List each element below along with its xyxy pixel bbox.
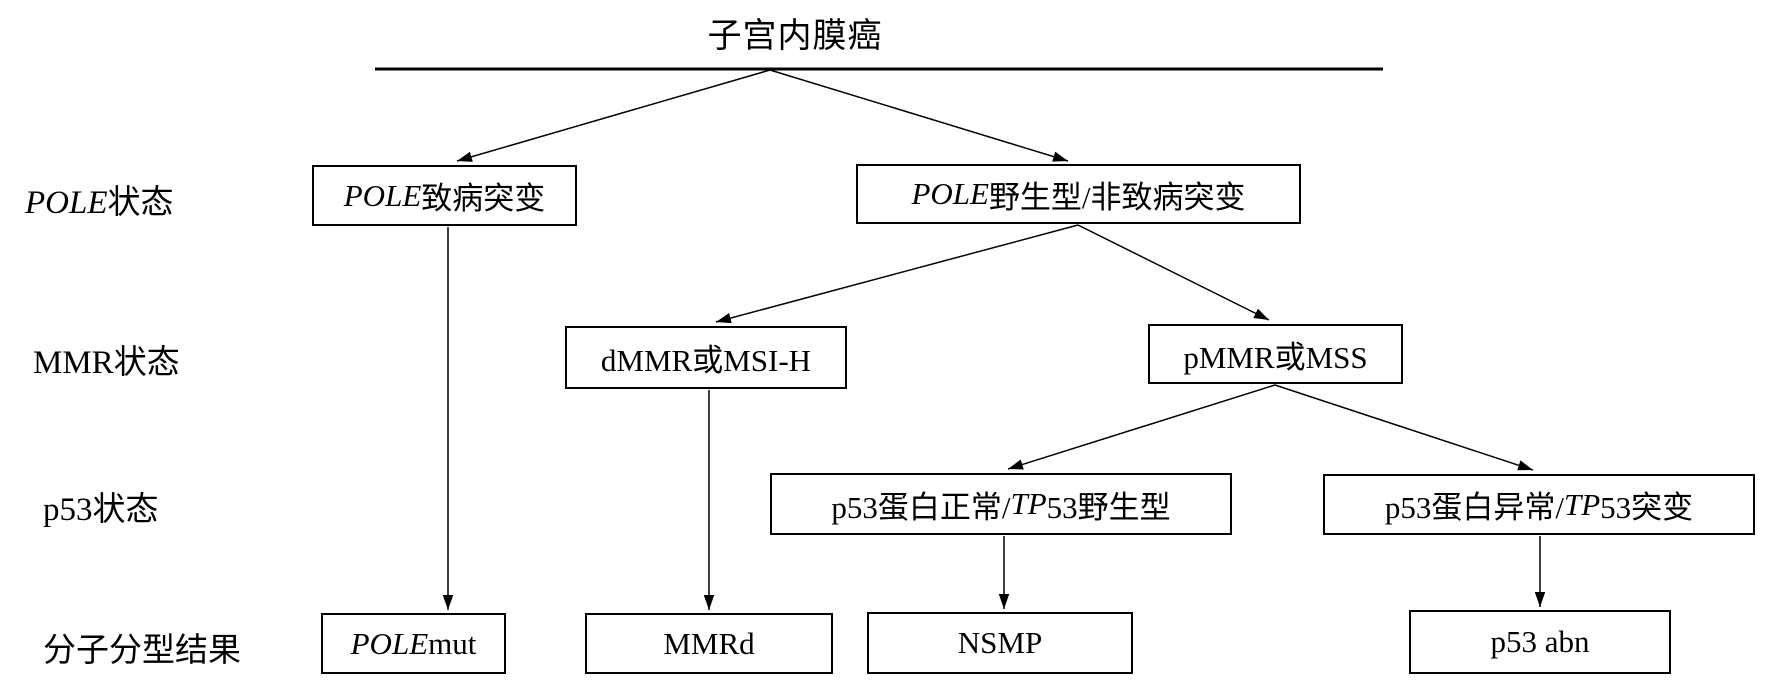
node-p53-abn: p53 abn — [1409, 610, 1671, 674]
node-pole-mut: POLE mut — [321, 613, 506, 674]
edge-pole-wildtype-to-pmmr-arrow — [1077, 224, 1270, 321]
edge-root-to-pole-pathogenic-arrow — [456, 69, 771, 162]
edge-pole-wildtype-to-dmmr-arrow — [715, 224, 1079, 324]
row-label-molecular-result: 分子分型结果 — [43, 633, 241, 669]
diagram-title: 子宫内膜癌 — [707, 18, 883, 55]
node-nsmp: NSMP — [867, 612, 1133, 674]
edge-pmmr-to-p53-abnormal-arrow — [1274, 384, 1534, 471]
node-pmmr-mss: pMMR或MSS — [1148, 324, 1403, 384]
node-mmrd: MMRd — [585, 613, 833, 674]
edge-root-to-pole-wildtype-arrow — [769, 69, 1069, 162]
node-dmmr-msih: dMMR或MSI-H — [565, 326, 847, 389]
row-label-p53-status: p53状态 — [43, 492, 159, 528]
row-label-mmr-status: MMR状态 — [33, 345, 180, 381]
edge-pmmr-to-p53-normal-arrow — [1007, 384, 1276, 470]
row-label-pole-status: POLE状态 — [25, 185, 174, 221]
